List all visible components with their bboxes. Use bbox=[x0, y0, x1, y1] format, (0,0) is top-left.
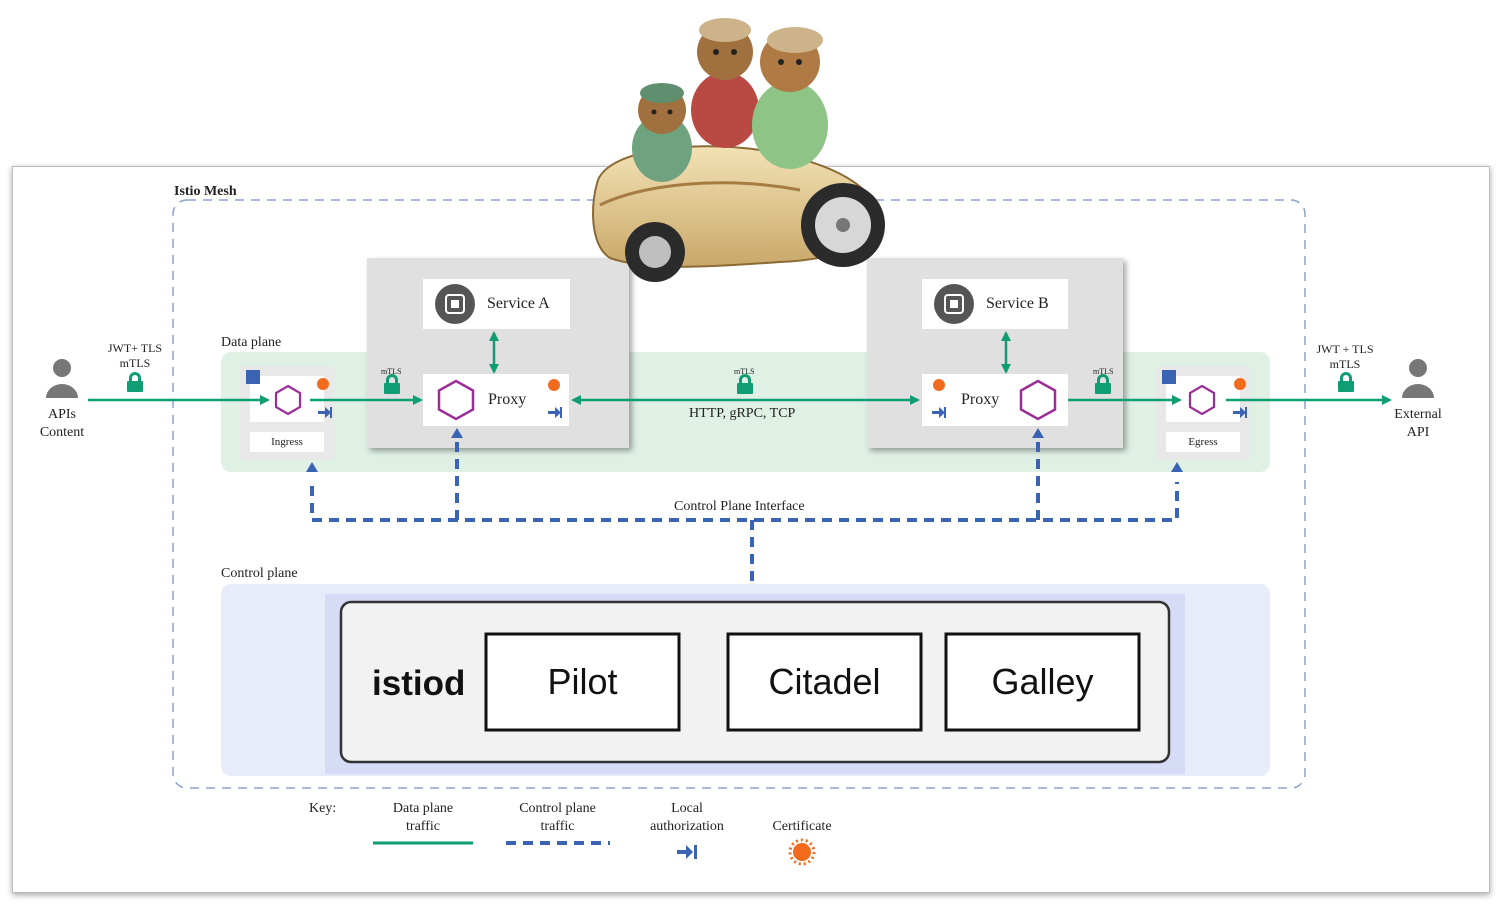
gateway-icon bbox=[246, 370, 260, 384]
proxy-hexagon-icon bbox=[1188, 384, 1216, 416]
lock-icon bbox=[1095, 374, 1111, 394]
key-control-plane-line1: Control plane bbox=[519, 801, 596, 816]
chip-icon bbox=[950, 300, 958, 308]
mesh-title: Istio Mesh bbox=[174, 184, 237, 199]
egress-label-box bbox=[1166, 432, 1240, 452]
client-person-icon bbox=[46, 359, 78, 398]
external-label-line2: API bbox=[1406, 425, 1430, 440]
pilot-label: Pilot bbox=[547, 661, 618, 702]
local-authorization-icon bbox=[548, 407, 562, 418]
istiod-label: istiod bbox=[372, 664, 466, 703]
citadel-label: Citadel bbox=[768, 661, 881, 702]
key-local-authorization-icon bbox=[677, 845, 697, 859]
lock-icon bbox=[737, 374, 753, 394]
client-label-line1: APIs bbox=[47, 407, 76, 422]
local-authorization-icon bbox=[1233, 407, 1247, 418]
galley-label: Galley bbox=[991, 661, 1094, 702]
link-mtls-label: mTLS bbox=[734, 367, 755, 376]
lock-icon bbox=[384, 374, 400, 394]
pilot-box bbox=[484, 632, 681, 732]
citadel-box bbox=[726, 632, 923, 732]
lock-icon bbox=[127, 372, 143, 392]
key-control-plane-line2: traffic bbox=[540, 819, 575, 834]
chip-icon bbox=[451, 300, 459, 308]
key-certificate-icon bbox=[788, 838, 816, 866]
key-certificate-label: Certificate bbox=[772, 819, 832, 834]
proxy-hexagon-icon bbox=[274, 384, 302, 416]
proxy-b-mtls-label: mTLS bbox=[1093, 367, 1114, 376]
key-local-auth-line2: authorization bbox=[650, 819, 724, 834]
lock-icon bbox=[1338, 372, 1354, 392]
chip-icon bbox=[944, 294, 964, 314]
link-protocols-label: HTTP, gRPC, TCP bbox=[689, 406, 796, 421]
local-authorization-icon bbox=[932, 407, 946, 418]
key-data-plane-line2: traffic bbox=[406, 819, 440, 834]
service-b-label: Service B bbox=[986, 295, 1049, 312]
proxy-hexagon-icon bbox=[437, 379, 475, 421]
control-plane-interface-label: Control Plane Interface bbox=[674, 499, 805, 514]
external-auth-line2: mTLS bbox=[1329, 357, 1361, 371]
proxy-b-box bbox=[922, 374, 1068, 426]
ingress-label: Ingress bbox=[271, 436, 303, 448]
certificate-icon bbox=[1234, 378, 1246, 390]
client-label-line2: Content bbox=[39, 425, 85, 440]
galley-box bbox=[944, 632, 1141, 732]
external-auth-line1: JWT + TLS bbox=[1316, 342, 1374, 356]
certificate-icon bbox=[548, 379, 560, 391]
client-auth-line1: JWT+ TLS bbox=[107, 341, 163, 355]
external-label-line1: External bbox=[1394, 407, 1442, 422]
local-authorization-icon bbox=[318, 407, 332, 418]
control-plane-arrowheads bbox=[306, 428, 1183, 472]
control-plane-traffic-lines bbox=[310, 442, 1179, 600]
certificate-icon bbox=[933, 379, 945, 391]
ingress-label-box bbox=[250, 432, 324, 452]
key-local-auth-line1: Local bbox=[671, 801, 703, 816]
bear-sidecar-figurine-image bbox=[592, 18, 885, 282]
key-title: Key: bbox=[309, 801, 337, 816]
control-plane-title: Control plane bbox=[221, 566, 298, 581]
egress-label: Egress bbox=[1188, 436, 1218, 448]
chip-icon bbox=[445, 294, 465, 314]
certificate-icon bbox=[317, 378, 329, 390]
proxy-a-box bbox=[423, 374, 569, 426]
client-auth-line2: mTLS bbox=[119, 356, 151, 370]
external-person-icon bbox=[1402, 359, 1434, 398]
proxy-b-label: Proxy bbox=[961, 391, 1000, 408]
proxy-hexagon-icon bbox=[1019, 379, 1057, 421]
proxy-a-label: Proxy bbox=[488, 391, 527, 408]
proxy-a-mtls-label: mTLS bbox=[381, 367, 402, 376]
service-a-label: Service A bbox=[487, 295, 550, 312]
data-plane-title: Data plane bbox=[221, 335, 282, 350]
gateway-icon bbox=[1162, 370, 1176, 384]
key-data-plane-line1: Data plane bbox=[392, 801, 454, 816]
